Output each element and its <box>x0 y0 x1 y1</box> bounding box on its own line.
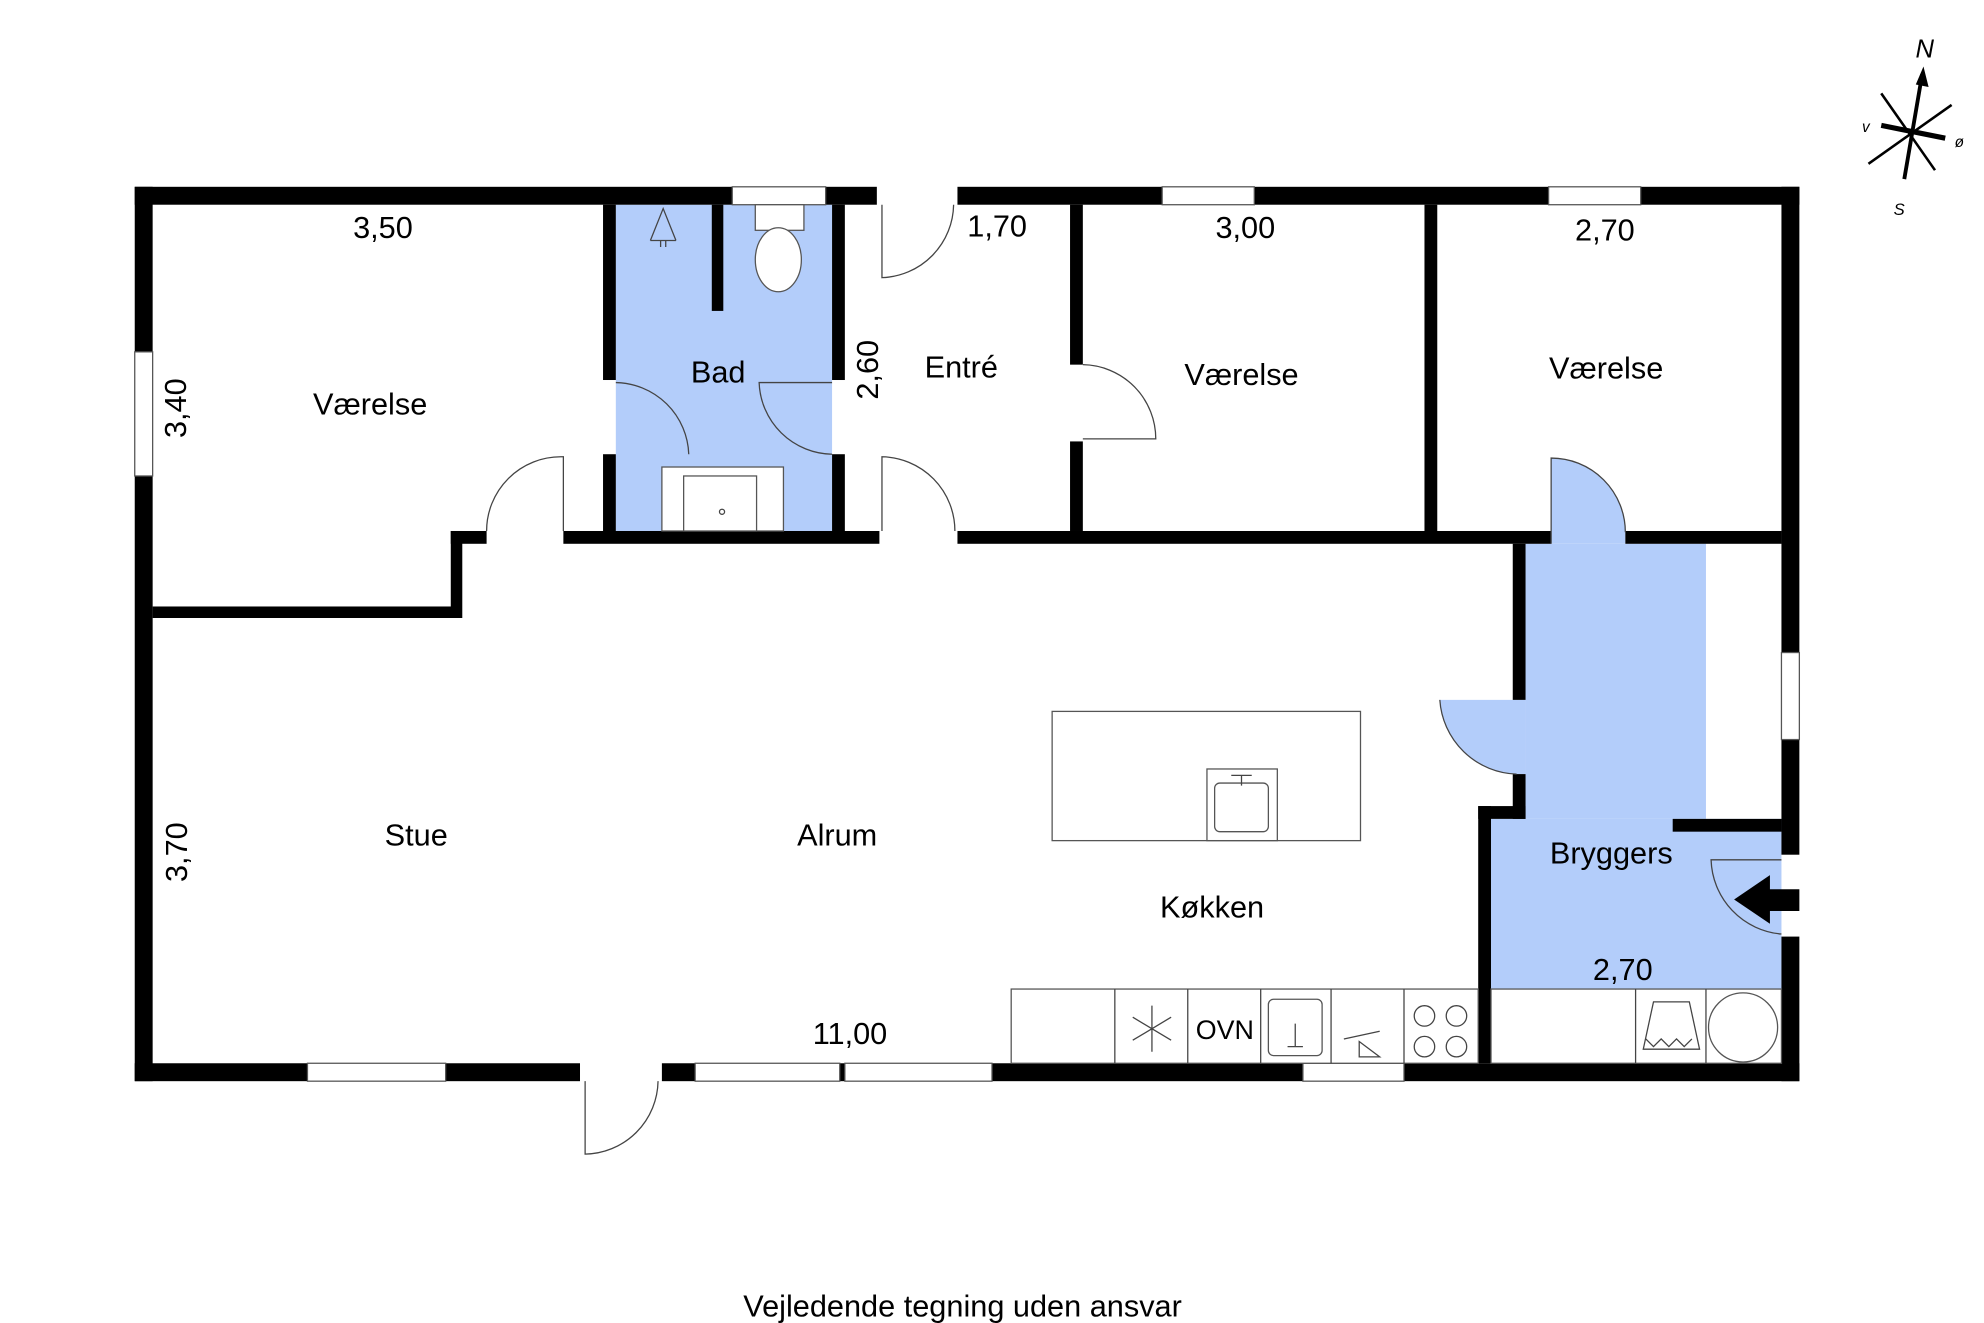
dimension-label: 3,50 <box>353 210 413 245</box>
door <box>615 381 690 455</box>
room-label-entre: Entré <box>925 349 998 384</box>
compass-rose-icon: N S ø v <box>1862 36 1965 219</box>
dryer-icon <box>1707 992 1779 1063</box>
window <box>1780 651 1801 741</box>
room-label-bad: Bad <box>691 355 746 390</box>
kitchen-fixtures: OVN <box>1010 710 1783 1064</box>
compass-south: S <box>1894 200 1905 219</box>
windows <box>134 186 1801 1082</box>
door <box>1550 457 1626 544</box>
compass-west: v <box>1862 119 1871 136</box>
room-label-alrum: Alrum <box>797 818 877 853</box>
dimension-label: 2,70 <box>1593 952 1653 987</box>
washbasin-icon <box>683 475 758 532</box>
room-label-vaerelse: Værelse <box>1549 351 1663 386</box>
room-labels: Værelse Bad Entré Værelse Værelse Stue A… <box>313 349 1673 924</box>
window <box>844 1062 993 1082</box>
interior-walls <box>152 204 1782 1064</box>
washing-machine-icon <box>1642 1001 1701 1050</box>
bryggers-floor <box>1525 543 1706 819</box>
entrance-arrow-icon <box>1734 875 1800 924</box>
door <box>881 204 955 279</box>
window <box>731 186 827 206</box>
dimension-labels: 3,50 3,40 2,60 1,70 3,00 2,70 3,70 11,00… <box>158 209 1653 1051</box>
door <box>584 1081 659 1155</box>
door <box>758 381 833 455</box>
room-label-vaerelse: Værelse <box>1184 357 1298 392</box>
freezer-icon <box>1132 1005 1172 1052</box>
door <box>1710 859 1782 935</box>
door <box>881 456 956 531</box>
window <box>134 351 154 477</box>
dimension-label: 2,70 <box>1575 213 1635 248</box>
shower-icon <box>649 206 677 247</box>
dimension-label: 3,40 <box>158 378 193 438</box>
disclaimer-caption: Vejledende tegning uden ansvar <box>743 1289 1182 1323</box>
compass-north: N <box>1916 36 1935 64</box>
toilet-icon <box>754 227 802 293</box>
doors <box>485 204 1782 1155</box>
oven-label: OVN <box>1196 1015 1254 1045</box>
dishwasher-icon <box>1343 1030 1382 1058</box>
compass-east: ø <box>1955 134 1965 151</box>
wet-room-fills <box>615 204 1782 990</box>
door <box>485 456 565 531</box>
bathroom-fixtures <box>649 204 805 532</box>
outer-walls <box>134 186 1800 1082</box>
toilet-tank <box>754 204 805 231</box>
dimension-label: 3,00 <box>1215 210 1275 245</box>
window <box>306 1062 447 1082</box>
window <box>1161 186 1255 206</box>
window <box>694 1062 841 1082</box>
room-label-stue: Stue <box>385 818 448 853</box>
room-label-bryggers: Bryggers <box>1550 836 1673 871</box>
room-label-koekken: Køkken <box>1160 889 1264 924</box>
bryggers-floor <box>1491 818 1782 990</box>
dimension-label: 11,00 <box>813 1016 888 1051</box>
bryggers-door-swing <box>1551 458 1626 544</box>
dimension-label: 1,70 <box>967 209 1027 244</box>
window <box>1302 1062 1405 1082</box>
dimension-label: 3,70 <box>159 822 194 882</box>
door <box>1439 699 1517 775</box>
room-label-vaerelse: Værelse <box>313 387 427 422</box>
kitchen-island <box>1051 710 1362 842</box>
door <box>1082 364 1157 440</box>
kitchen-counter <box>1010 988 1479 1064</box>
dimension-label: 2,60 <box>850 340 885 400</box>
bryggers-door-swing <box>1439 699 1526 775</box>
window <box>1547 186 1642 206</box>
cooktop-icon <box>1413 1005 1468 1058</box>
